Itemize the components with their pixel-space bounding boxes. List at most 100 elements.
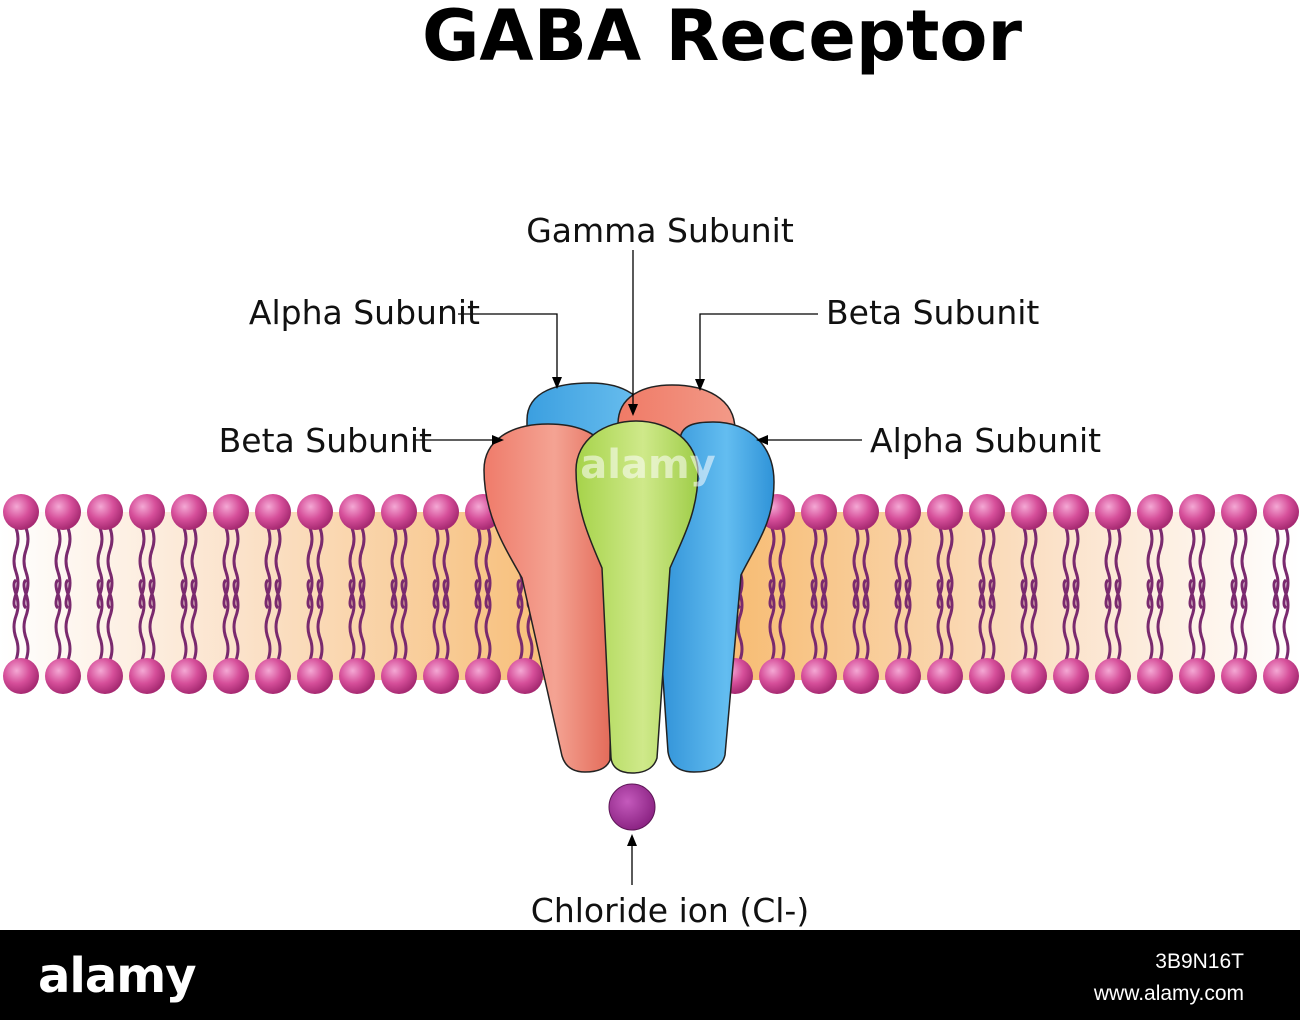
lipid-tail xyxy=(978,578,986,661)
lipid-tail xyxy=(64,578,72,661)
lipid-head xyxy=(297,494,333,530)
lipid-head xyxy=(885,494,921,530)
lipid-tail xyxy=(106,527,114,610)
lipid-tail xyxy=(1146,527,1154,610)
lipid-tail xyxy=(820,578,828,661)
lipid-tail xyxy=(1188,578,1196,661)
lipid-tails xyxy=(12,527,1290,661)
lipid-head xyxy=(801,658,837,694)
lipid-head xyxy=(381,494,417,530)
lipid-head xyxy=(87,494,123,530)
lipid-tail xyxy=(810,578,818,661)
beta-top-right-leader-line xyxy=(699,313,818,383)
lipid-head xyxy=(843,494,879,530)
lipid-tail xyxy=(820,527,828,610)
lipid-tail xyxy=(316,578,324,661)
lipid-head xyxy=(507,658,543,694)
footer-brand-logo: alamy xyxy=(38,948,197,1004)
lipid-head xyxy=(255,658,291,694)
lipid-tail xyxy=(390,578,398,661)
lipid-tail xyxy=(1114,527,1122,610)
gamma-subunit xyxy=(575,420,699,774)
lipid-tail xyxy=(1156,578,1164,661)
lipid-head xyxy=(927,658,963,694)
label-gamma-subunit: Gamma Subunit xyxy=(526,211,794,250)
lipid-head xyxy=(1011,494,1047,530)
lipid-head xyxy=(843,658,879,694)
lipid-tail xyxy=(474,527,482,610)
lipid-tail xyxy=(768,527,776,610)
lipid-head xyxy=(1095,658,1131,694)
lipid-head xyxy=(3,658,39,694)
label-alpha-subunit-top-left: Alpha Subunit xyxy=(249,293,480,332)
lipid-tail xyxy=(442,578,450,661)
lipid-head xyxy=(45,494,81,530)
lipid-tail xyxy=(1114,578,1122,661)
lipid-head xyxy=(297,658,333,694)
lipid-tail xyxy=(862,527,870,610)
lipid-tail xyxy=(1062,578,1070,661)
beta-top-right-arrowhead xyxy=(695,379,705,391)
lipid-head xyxy=(1179,658,1215,694)
lipid-tail xyxy=(516,578,524,661)
lipid-head xyxy=(381,658,417,694)
lipid-tail xyxy=(390,527,398,610)
watermark-text: alamy xyxy=(580,442,715,488)
lipid-tail xyxy=(232,578,240,661)
lipid-tail xyxy=(400,578,408,661)
lipid-tail xyxy=(64,527,72,610)
lipid-tail xyxy=(778,578,786,661)
lipid-head xyxy=(1221,494,1257,530)
lipid-tail xyxy=(264,578,272,661)
lipid-head xyxy=(213,658,249,694)
alpha-right-arrowhead xyxy=(756,435,768,445)
lipid-tail xyxy=(1240,578,1248,661)
lipid-tail xyxy=(1030,578,1038,661)
lipid-tail xyxy=(1020,578,1028,661)
lipid-head xyxy=(1179,494,1215,530)
lipid-head xyxy=(759,658,795,694)
lipid-tail xyxy=(894,527,902,610)
lipid-tail xyxy=(54,527,62,610)
lipid-tail xyxy=(306,527,314,610)
footer-url: www.alamy.com xyxy=(1093,982,1244,1005)
lipid-tail xyxy=(1104,527,1112,610)
lipid-tail xyxy=(1282,527,1290,610)
lipid-tail xyxy=(978,527,986,610)
lipid-tail xyxy=(148,527,156,610)
lipid-head xyxy=(255,494,291,530)
lipid-head xyxy=(1053,658,1089,694)
lipid-tail xyxy=(1156,527,1164,610)
lipid-tail xyxy=(358,578,366,661)
beta-left-arrowhead xyxy=(492,435,504,445)
lipid-tail xyxy=(54,578,62,661)
lipid-tail xyxy=(474,578,482,661)
lipid-tail xyxy=(1188,527,1196,610)
lipid-tail xyxy=(1198,578,1206,661)
lipid-tail xyxy=(442,527,450,610)
lipid-tail xyxy=(106,578,114,661)
lipid-tail xyxy=(22,527,30,610)
lipid-tail xyxy=(852,527,860,610)
footer-bar xyxy=(0,930,1300,1020)
lipid-head xyxy=(1263,494,1299,530)
lipid-tail xyxy=(316,527,324,610)
lipid-head xyxy=(1137,658,1173,694)
lipid-tail xyxy=(1030,527,1038,610)
lipid-tail xyxy=(96,527,104,610)
label-chloride-ion: Chloride ion (Cl-) xyxy=(531,891,809,930)
lipid-tail xyxy=(904,578,912,661)
lipid-tail xyxy=(348,578,356,661)
lipid-tail xyxy=(1272,527,1280,610)
lipid-tail xyxy=(810,527,818,610)
lipid-tail xyxy=(1230,527,1238,610)
lipid-head xyxy=(423,658,459,694)
lipid-head xyxy=(1011,658,1047,694)
lipid-tail xyxy=(222,578,230,661)
lipid-tail xyxy=(138,578,146,661)
chloride-ion xyxy=(608,783,656,831)
lipid-tail xyxy=(936,578,944,661)
lipid-tail xyxy=(904,527,912,610)
label-beta-subunit-left: Beta Subunit xyxy=(219,421,432,460)
